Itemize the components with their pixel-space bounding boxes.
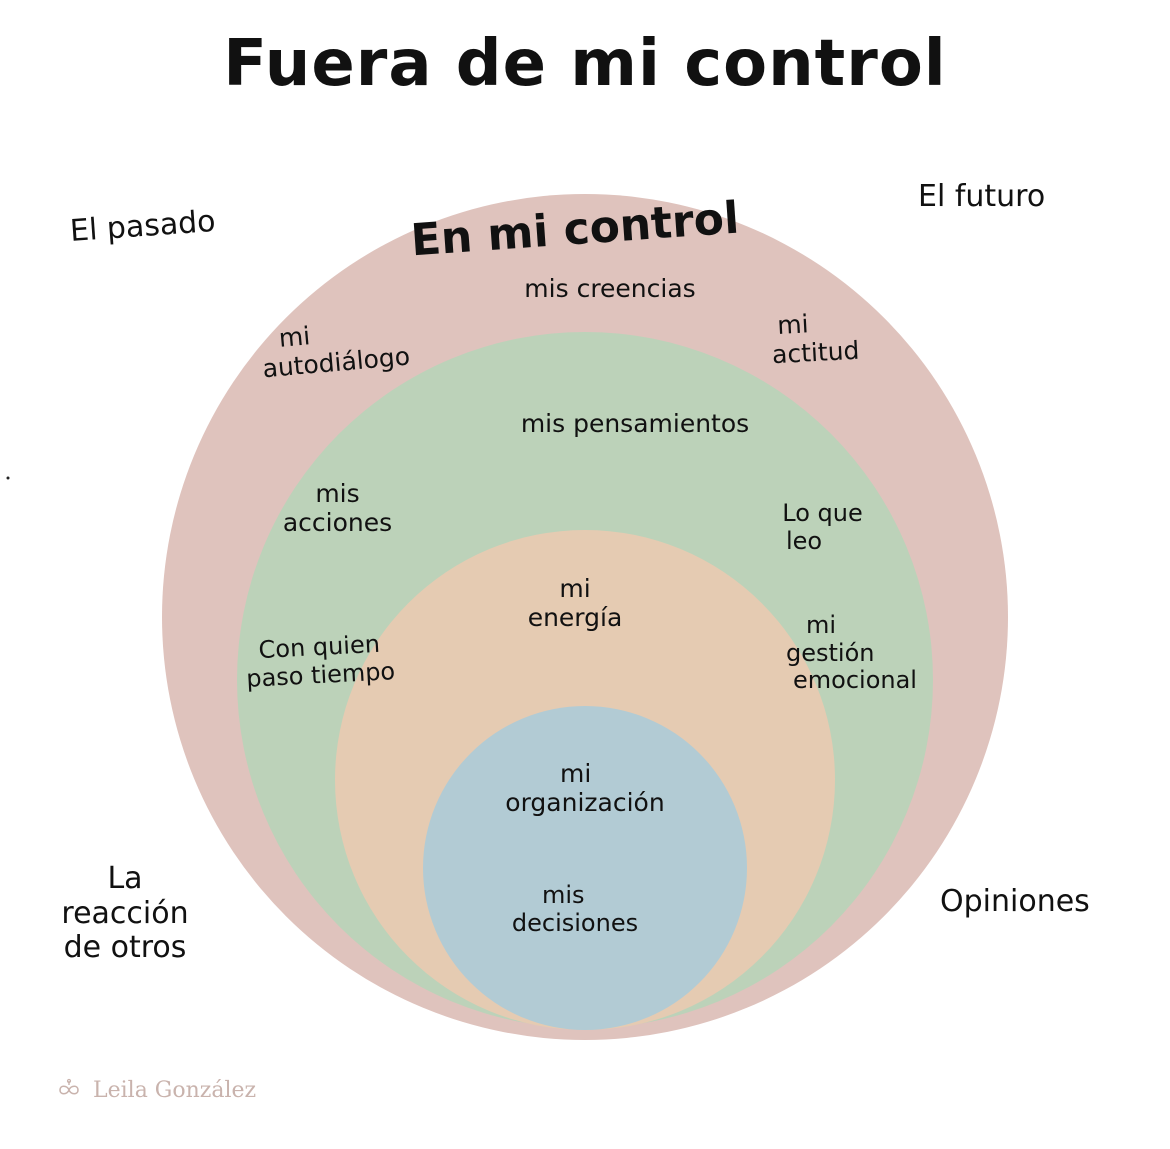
label-beliefs: mis creencias [524,274,696,303]
label-reading: Lo que leo [770,499,875,555]
label-emotional-management: mi gestión emocional [780,611,930,695]
label-actions-line1: mis [315,479,360,508]
label-reading-line1: Lo que [782,499,863,527]
label-emotional-management-line3: emocional [793,666,917,695]
label-organization: mi organización [490,759,680,818]
label-emotional-management-line1: mi [806,611,837,639]
label-decisions-line2: decisiones [511,908,639,937]
watermark: Leila González [56,1078,256,1104]
label-energy: mi energía [505,574,645,633]
label-reading-line2: leo [786,526,823,555]
label-decisions: mis decisiones [500,881,650,937]
label-others-reaction: La reacción de otros [40,861,210,966]
label-emotional-management-line2: gestión [786,638,875,667]
watermark-text: Leila González [93,1078,257,1103]
infinity-logo-icon [56,1078,82,1104]
page-title: Fuera de mi control [223,27,947,101]
label-company: Con quien paso tiempo [239,630,402,693]
label-thoughts: mis pensamientos [520,409,750,438]
blue-core-circle [423,706,747,1030]
label-attitude-line2: actitud [771,335,861,369]
label-energy-line1: mi [559,574,591,603]
label-organization-line1: mi [560,759,592,788]
label-decisions-line1: mis [542,881,585,909]
label-others-reaction-line1: La reacción [61,861,189,931]
label-organization-line2: organización [505,787,665,817]
label-actions: mis acciones [275,479,400,538]
label-attitude: mi actitud [759,307,872,370]
stray-dot [6,476,10,480]
label-opinions: Opiniones [940,884,1090,919]
label-future: El futuro [918,179,1046,214]
label-others-reaction-line2: de otros [63,930,187,965]
label-actions-line2: acciones [282,507,393,537]
label-energy-line2: energía [527,602,623,632]
